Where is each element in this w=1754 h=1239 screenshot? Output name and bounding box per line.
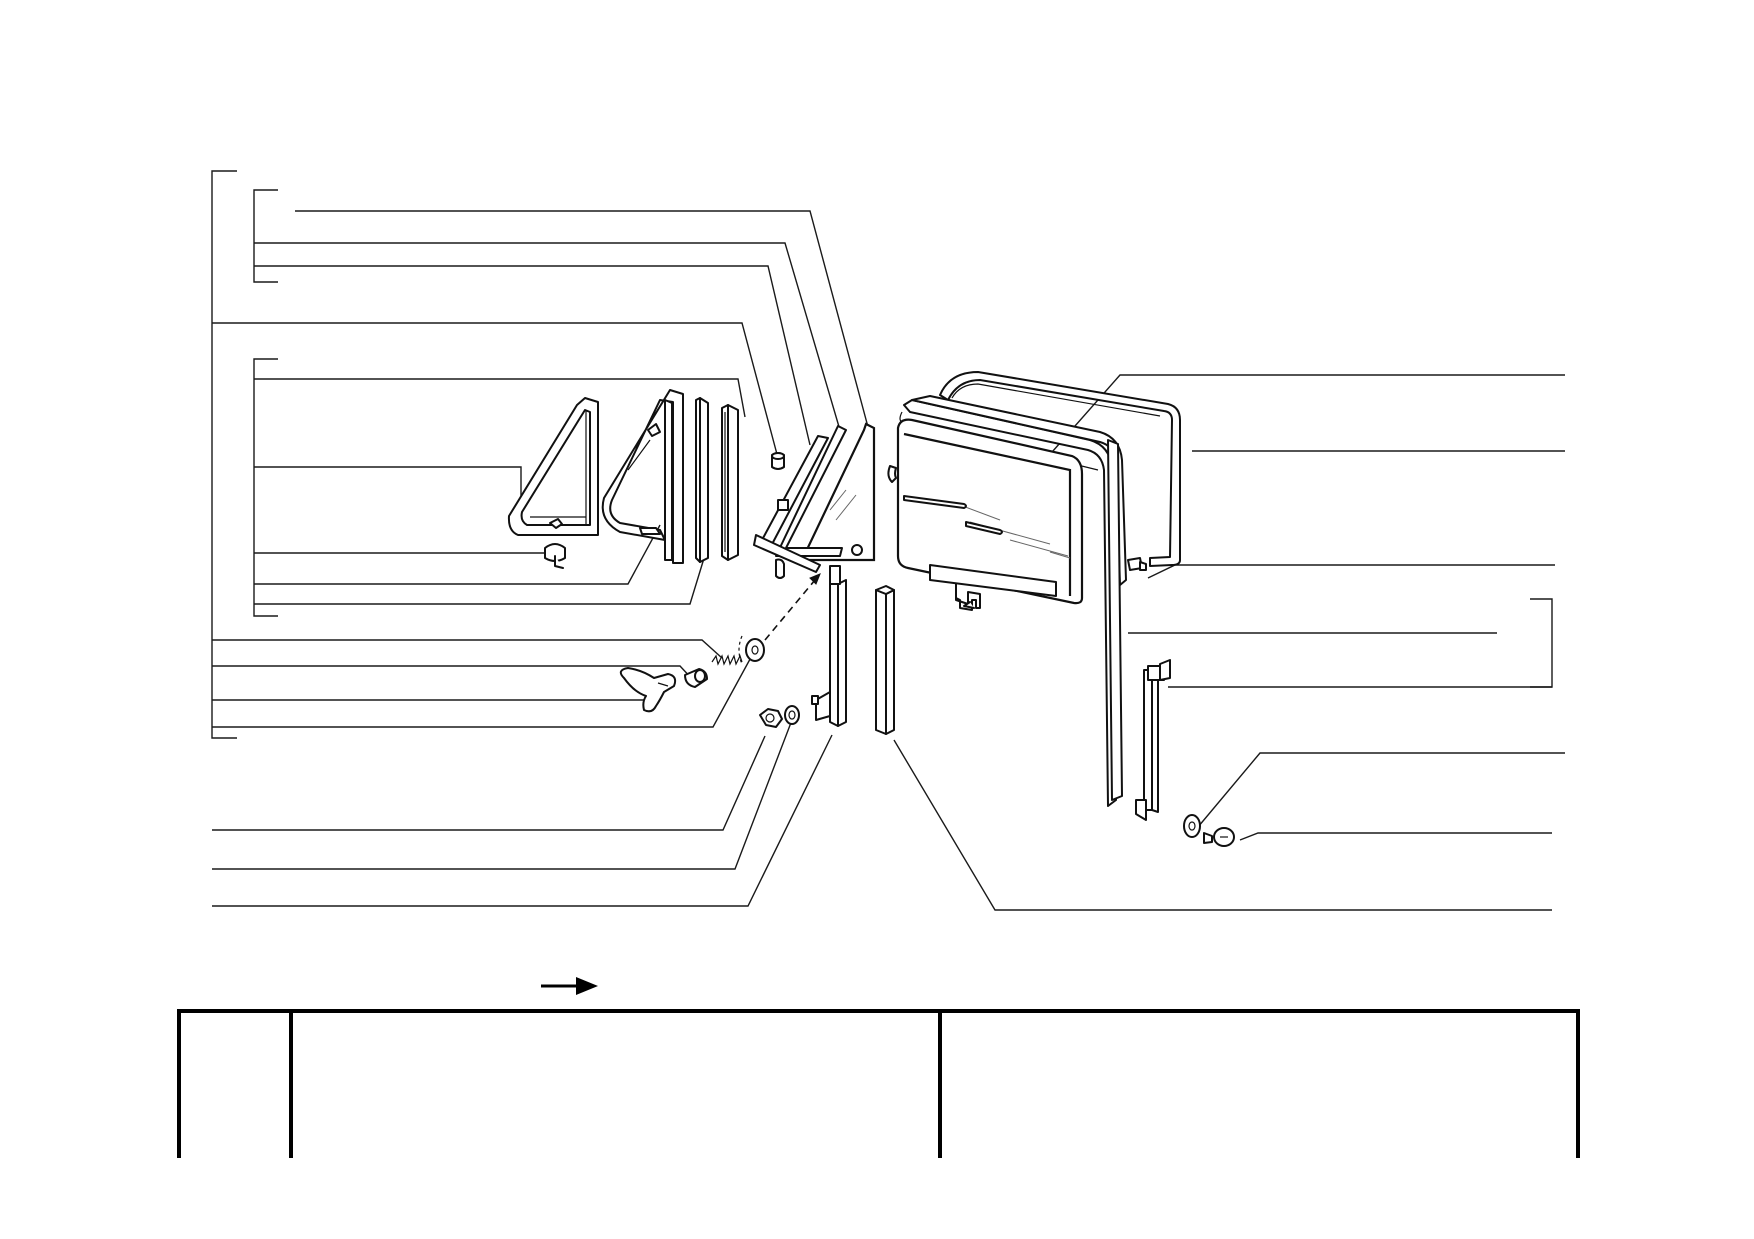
direction-arrow-icon bbox=[541, 977, 598, 995]
quarter-glass-seal bbox=[761, 425, 847, 557]
lock-washer bbox=[784, 705, 800, 725]
vertical-seal-strip-2 bbox=[721, 404, 739, 561]
door-glass-run-channel bbox=[939, 371, 1181, 567]
door-channel-right bbox=[875, 585, 895, 735]
rear-channel-strip bbox=[1107, 439, 1123, 801]
support-bracket bbox=[1135, 659, 1171, 821]
stop-block bbox=[1127, 557, 1147, 571]
washer-right bbox=[1183, 814, 1201, 838]
wing-handle bbox=[619, 667, 677, 713]
quarter-glass bbox=[800, 422, 876, 562]
leader-lines-left bbox=[212, 210, 869, 907]
pivot-bracket bbox=[753, 534, 821, 579]
left-bracket-group bbox=[211, 170, 278, 739]
hex-nut bbox=[759, 708, 783, 728]
catch-body bbox=[684, 668, 708, 688]
quarter-light-frame-left bbox=[507, 397, 599, 536]
washer-ring bbox=[738, 635, 765, 665]
door-glass bbox=[896, 418, 1084, 605]
glass-lift-channel bbox=[929, 564, 1057, 611]
catch-knob bbox=[544, 543, 566, 569]
quarter-light-frame-mid bbox=[601, 389, 684, 564]
vertical-seal-strip-1 bbox=[695, 397, 709, 563]
small-pin bbox=[771, 452, 785, 470]
door-channel-left bbox=[811, 565, 847, 727]
screw-right bbox=[1203, 827, 1235, 847]
assembly-arrow bbox=[764, 573, 821, 641]
door-glass-side-seal bbox=[887, 465, 897, 483]
spring bbox=[711, 654, 743, 666]
